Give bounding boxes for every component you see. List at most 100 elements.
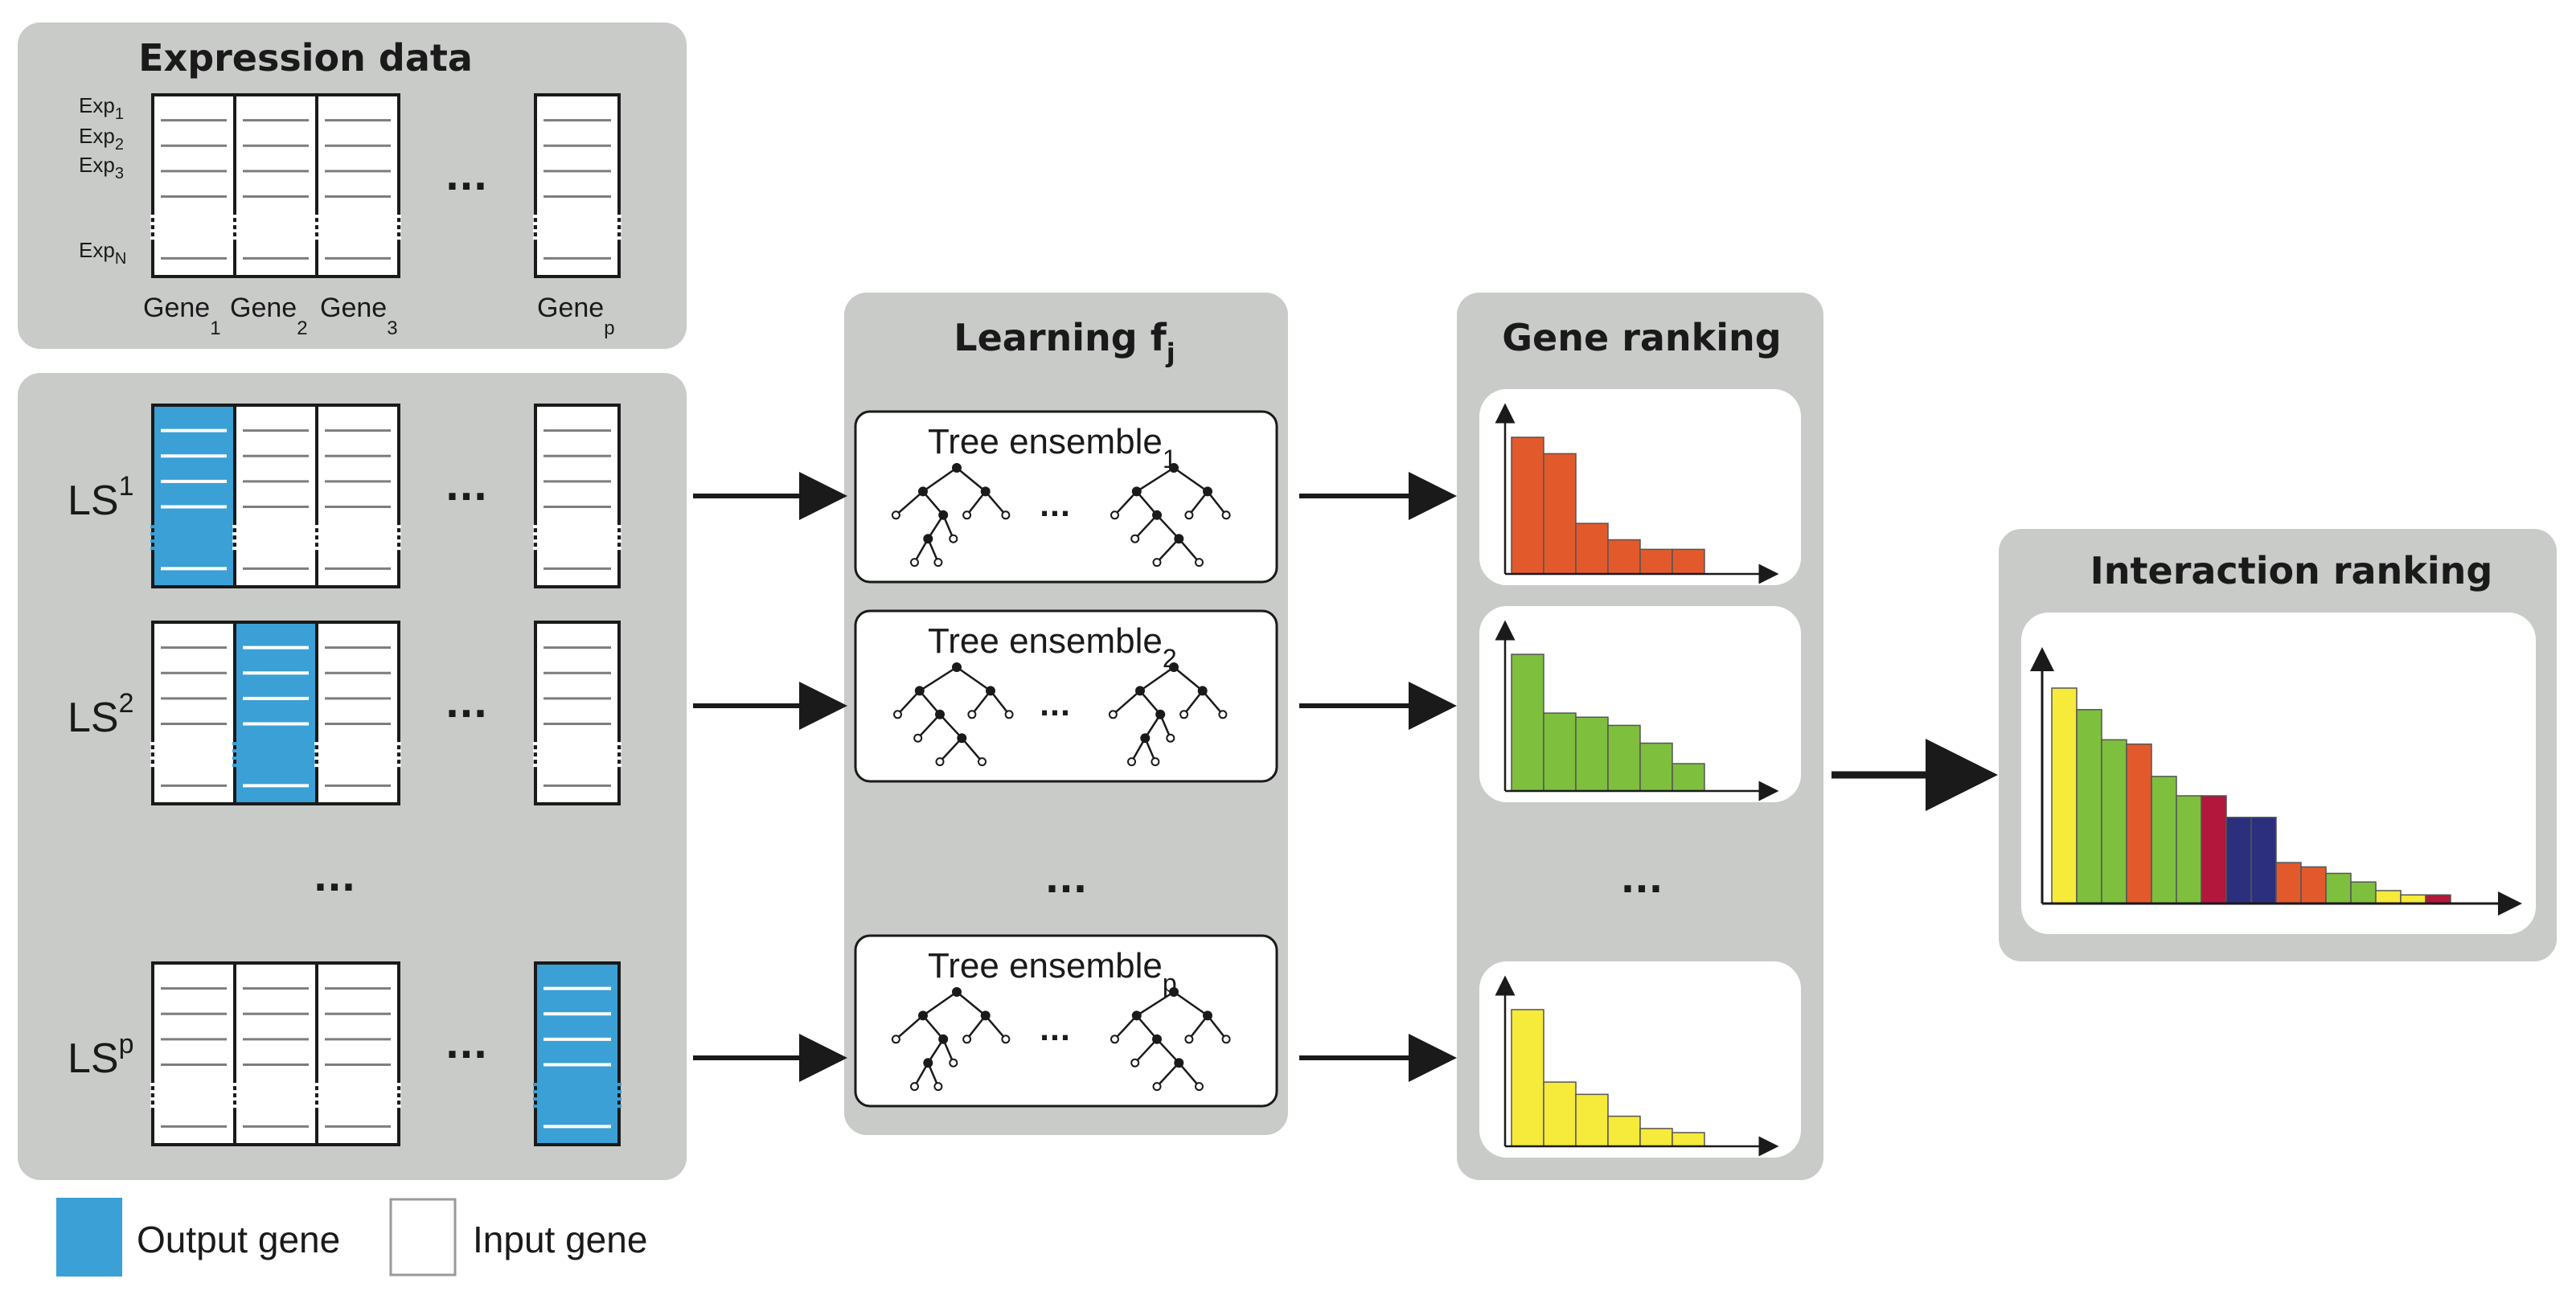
- tree-edge: [1112, 690, 1141, 715]
- tree-leaf: [1001, 510, 1011, 520]
- tree-edge: [990, 690, 1011, 715]
- gene-ranking-ellipsis: ...: [1621, 858, 1663, 901]
- tree-ensembles: Tree ensemble1... Tree ensemble2... Tree e…: [854, 410, 1278, 1108]
- gene-label-4-base: Gene: [537, 293, 604, 323]
- legend-output-swatch: [56, 1198, 122, 1277]
- tree-edge: [1139, 666, 1175, 692]
- learning-set-label-sup: p: [119, 1029, 134, 1059]
- tree-node: [957, 733, 967, 744]
- tree-edge: [1183, 690, 1204, 715]
- tree-node: [952, 463, 962, 473]
- tree-edge: [984, 1014, 1007, 1040]
- tree-ensemble-ellipsis-3: ...: [1040, 1015, 1071, 1047]
- gene-label-1-index: 1: [210, 318, 220, 339]
- tree-leaf: [910, 1082, 919, 1092]
- tree-edge: [1207, 1014, 1228, 1040]
- tree-edge: [919, 666, 958, 692]
- tree-edge: [961, 737, 983, 763]
- gene-ranking-title: Gene ranking: [1502, 316, 1781, 359]
- tree-ensemble-label-2-base: Tree ensemble: [928, 621, 1163, 661]
- expression-ellipsis: ...: [445, 155, 487, 199]
- tree-leaf: [1166, 733, 1175, 743]
- exp-label-4: ExpN: [79, 238, 126, 268]
- tree-leaf: [978, 757, 987, 767]
- tree-leaf: [1110, 510, 1119, 520]
- tree-leaf: [1195, 1082, 1204, 1092]
- learning-set-label-base: LS: [68, 477, 119, 524]
- tree-edge: [1188, 490, 1208, 516]
- tree-edge: [1134, 514, 1158, 540]
- learning-set-1-gene-column-3: [315, 404, 400, 588]
- tree-edge: [1114, 1014, 1138, 1040]
- tree-node: [1152, 1034, 1162, 1044]
- tree-node: [1135, 686, 1145, 696]
- tree-edge: [1207, 490, 1228, 516]
- tree-leaf: [1179, 710, 1189, 719]
- tree-edge: [922, 490, 945, 516]
- gene-ranking-bar: [1672, 763, 1705, 792]
- tree-edge: [1156, 1062, 1180, 1088]
- tree-leaf: [1127, 757, 1136, 767]
- tree-leaf: [1110, 1035, 1119, 1044]
- interaction-ranking-bar: [2275, 862, 2302, 904]
- gene-label-2-index: 2: [297, 318, 307, 339]
- tree-ensemble-label-1: Tree ensemble1: [928, 422, 1177, 473]
- expression-gene-column-3: [315, 93, 400, 278]
- tree-node: [1152, 510, 1162, 520]
- expression-gene-column-4: [534, 93, 621, 278]
- tree-edge: [1134, 1038, 1158, 1064]
- gene-label-1: Gene1: [143, 293, 221, 339]
- tree-node: [1174, 1058, 1184, 1068]
- tree-node: [952, 662, 962, 672]
- legend-input-label: Input gene: [473, 1219, 647, 1260]
- interaction-ranking-bar: [2300, 866, 2327, 904]
- tree-leaf: [1195, 558, 1204, 568]
- interaction-ranking-chart: [2021, 613, 2536, 934]
- learning-set-label-base: LS: [68, 695, 119, 741]
- exp-label-4-index: N: [115, 250, 126, 268]
- gene-label-2-base: Gene: [230, 293, 297, 323]
- tree-node: [1169, 662, 1179, 672]
- tree-node: [986, 686, 995, 696]
- legend-input-swatch: [389, 1198, 457, 1277]
- learning-ellipsis: ...: [1045, 858, 1087, 901]
- tree-edge: [922, 1014, 945, 1040]
- tree-leaf: [891, 1035, 900, 1044]
- learning-set-2-gene-column-1: [151, 621, 236, 805]
- tree-edge: [956, 666, 991, 692]
- interaction-ranking-bar: [2051, 687, 2078, 904]
- interaction-ranking-bar: [2176, 795, 2202, 904]
- tree-leaf: [1130, 534, 1140, 543]
- learning-set-3-gene-column-1: [151, 961, 236, 1146]
- interaction-ranking-bar: [2325, 872, 2352, 904]
- tree-edge: [1135, 1014, 1158, 1040]
- learning-set-1-gene-column-2: [233, 404, 318, 588]
- learning-set-ellipsis: ...: [445, 465, 487, 509]
- tree-edge: [970, 690, 991, 715]
- learning-set-label-1: LS1: [68, 471, 134, 524]
- tree-edge: [956, 991, 987, 1017]
- gene-label-1-base: Gene: [143, 293, 210, 323]
- gene-ranking-bar: [1575, 716, 1609, 792]
- tree-node: [1174, 534, 1184, 544]
- tree-edge: [1156, 538, 1180, 563]
- tree-node: [1203, 1010, 1212, 1021]
- tree-edge: [1173, 990, 1208, 1017]
- interaction-ranking-bar: [2425, 894, 2451, 904]
- tree-edge: [956, 467, 987, 493]
- tree-leaf: [1108, 710, 1118, 719]
- gene-ranking-bar: [1607, 724, 1641, 792]
- tree-leaf: [949, 1058, 958, 1068]
- tree-ensemble-ellipsis-2: ...: [1040, 691, 1071, 723]
- tree-node: [1131, 1010, 1142, 1021]
- gene-ranking-bar: [1543, 453, 1577, 575]
- tree-edge: [896, 690, 921, 715]
- tree-leaf: [1221, 510, 1231, 520]
- gene-ranking-bar: [1639, 1128, 1673, 1147]
- tree-ensemble-label-2: Tree ensemble2: [928, 621, 1177, 673]
- interaction-ranking-bar: [2375, 890, 2402, 904]
- gene-label-3-base: Gene: [320, 293, 387, 323]
- gene-ranking-bar: [1575, 1093, 1609, 1147]
- interaction-ranking-bar: [2201, 795, 2227, 904]
